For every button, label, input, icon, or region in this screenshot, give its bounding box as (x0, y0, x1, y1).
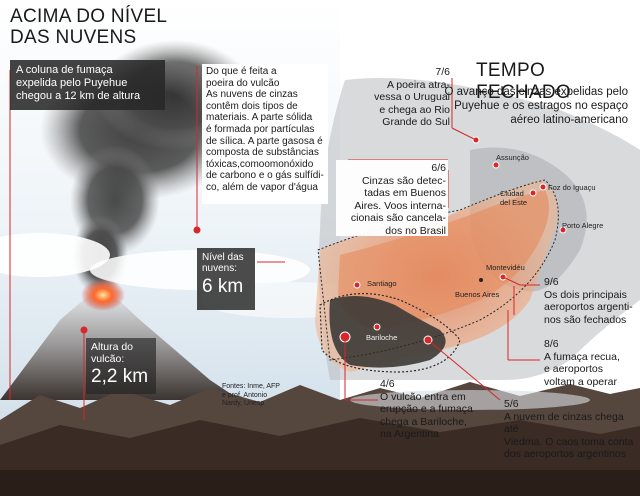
city-line: Ciudad (500, 189, 524, 198)
city-buenos-aires: Buenos Aires (455, 290, 500, 299)
event-line: Cinzas são detec- (361, 174, 446, 187)
event-line: tadas em Buenos (364, 187, 446, 199)
city-line: del Este (500, 197, 528, 207)
city-porto-alegre: Porto Alegre (562, 221, 604, 230)
smoke-column-line2: expelida pelo Puyehue (16, 77, 128, 89)
volcano-height-value: 2,2 km (91, 366, 149, 387)
city-foz-do-iguacu: Foz do Iguaçu (548, 183, 596, 192)
desc-line: é formada por partículas (206, 123, 315, 135)
sources-line: e prof. Antonio (222, 391, 268, 399)
smoke-column-box: A coluna de fumaça expelida pelo Puyehue… (10, 60, 165, 110)
event-line: e aeroportos (544, 363, 603, 375)
page-title: ACIMA DO NÍVEL DAS NUVENS (10, 6, 167, 48)
event-line: dos no Brasil (385, 224, 446, 237)
event-line: A nuvem de cinzas chega até (504, 410, 624, 436)
event-8-6: 8/6 A fumaça recua, e aeroportos voltam … (544, 338, 638, 388)
volcano-height-label2: vulcão: (91, 353, 125, 365)
desc-line: de carbono e o gás sulfídi- (206, 170, 324, 182)
event-line: erupção e a fumaça (380, 403, 473, 415)
event-line: vessa o Uruguai (374, 91, 450, 103)
event-line: Viedma. O caos toma conta (504, 435, 634, 448)
page-title-line2: DAS NUVENS (10, 27, 137, 48)
event-line: Os dois principais (544, 288, 627, 301)
smoke-column-line1: A coluna de fumaça (16, 64, 113, 76)
desc-line: materiais. A parte sólida (206, 112, 313, 124)
event-date: 9/6 (544, 276, 559, 288)
desc-line: co, além de vapor d'água (206, 181, 318, 193)
volcano-height-label1: Altura do (91, 341, 134, 353)
map-title: TEMPO FECHADO (476, 60, 571, 103)
cloud-level-label1: Nível das (202, 252, 244, 263)
event-line: Grande do Sul (382, 116, 450, 128)
event-5-6: 5/6 A nuvem de cinzas chega até Viedma. … (504, 398, 638, 461)
cloud-level-label2: nuvens: (202, 263, 238, 274)
event-line: O vulcão entra em (380, 390, 466, 403)
event-9-6: 9/6 Os dois principais aeroportos argent… (544, 276, 638, 326)
event-line: voltam a operar (544, 375, 617, 388)
sources-credit: Fontes: Inme, AFP e prof. Antonio Nardy,… (222, 383, 292, 409)
city-montevideu: Montevidéu (486, 263, 525, 272)
event-4-6: 4/6 O vulcão entra em erupção e a fumaça… (380, 378, 492, 441)
event-line: cionais são cancela- (350, 212, 446, 224)
event-line: dos aeroportos argentinos (504, 448, 626, 460)
volcano-height-box: Altura do vulcão: 2,2 km (86, 338, 156, 394)
event-line: chega a Bariloche, (380, 415, 467, 428)
desc-line: de sílica. A parte gasosa é (206, 135, 323, 147)
cloud-level-box: Nível das nuvens: 6 km (197, 248, 255, 310)
desc-line: poeira do vulcão (206, 77, 280, 89)
event-date: 5/6 (504, 398, 519, 410)
event-date: 7/6 (435, 66, 450, 78)
ash-composition-text: Do que é feita a poeira do vulcão As nuv… (202, 64, 328, 204)
event-line: na Argentina (380, 428, 439, 440)
sources-line: Nardy, Unesp (222, 400, 265, 407)
event-date: 6/6 (431, 162, 446, 174)
event-line: A poeira atra- (386, 78, 450, 91)
page-title-line1: ACIMA DO NÍVEL (10, 6, 168, 27)
city-bariloche: Bariloche (366, 333, 398, 342)
event-6-6-panel (336, 160, 448, 236)
event-line: aeroportos argenti- (544, 301, 633, 313)
smoke-column-line3: chegou a 12 km de altura (16, 90, 141, 102)
event-line: Aires. Voos interna- (354, 199, 446, 212)
event-6-6: 6/6 Cinzas são detec- tadas em Buenos Ai… (338, 162, 446, 237)
desc-line: composta de substâncias (206, 147, 319, 159)
event-7-6: 7/6 A poeira atra- vessa o Uruguai e che… (368, 66, 450, 129)
desc-line: Do que é feita a (206, 66, 277, 77)
city-ciudad-del-este: Ciudad del Este (500, 189, 528, 207)
cloud-level-value: 6 km (202, 276, 244, 297)
city-santiago: Santiago (367, 279, 397, 288)
event-line: A fumaça recua, (544, 350, 620, 363)
desc-line: contêm dois tipos de (206, 100, 298, 112)
desc-line: As nuvens de cinzas (206, 89, 298, 101)
event-date: 4/6 (380, 378, 395, 390)
event-line: e chega ao Rio (379, 103, 450, 116)
event-line: nos são fechados (544, 313, 627, 326)
map-subtitle: O avanço das cinzas expelidas pelo Puyeh… (444, 86, 628, 126)
city-assuncao: Assunção (496, 153, 529, 162)
desc-line: tóxicas,comoomonóxido (206, 158, 314, 170)
sources-line: Fontes: Inme, AFP (222, 383, 280, 390)
event-date: 8/6 (544, 338, 559, 350)
